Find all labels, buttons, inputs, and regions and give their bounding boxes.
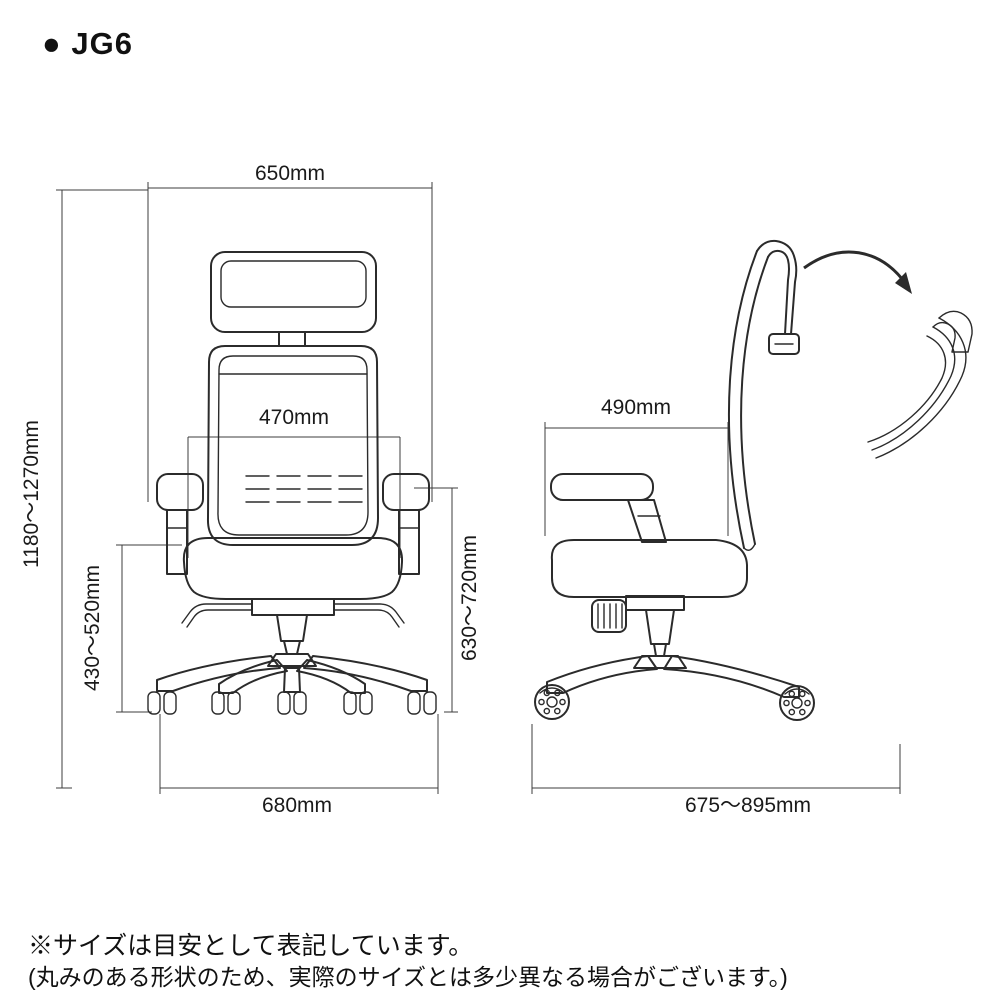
side-armrest-support: [627, 499, 667, 543]
footnote-line1: ※サイズは目安として表記しています。: [28, 932, 474, 960]
side-base-hub: [633, 655, 687, 669]
side-headrest-clamp: [768, 333, 800, 355]
side-mechanism: [625, 595, 685, 611]
side-view-drawing: [534, 239, 973, 721]
side-headrest: [756, 239, 798, 335]
side-adjust-knob: [591, 599, 627, 633]
footnote-line2: (丸みのある形状のため、実際のサイズとは多少異なる場合がございます。): [28, 964, 788, 990]
front-base-leg: [296, 659, 366, 694]
dim-side-seat-depth: 490mm: [601, 396, 671, 419]
front-headrest-stem: [278, 331, 306, 347]
front-armrest-right: [382, 473, 430, 511]
side-seat: [550, 539, 748, 598]
dim-front-base-width: 680mm: [262, 794, 332, 817]
front-backrest: [206, 345, 379, 546]
dim-front-overall-height: 1180〜1270mm: [20, 420, 43, 568]
dim-front-top-width: 650mm: [255, 162, 325, 185]
dim-front-seat-height: 430〜520mm: [81, 565, 104, 691]
reclined-back-ghost: [867, 310, 973, 459]
dim-side-overall-depth: 675〜895mm: [685, 794, 811, 817]
front-lever-left: [181, 603, 253, 624]
side-caster-right: [779, 685, 815, 721]
side-base-leg: [546, 655, 658, 694]
side-caster-left: [534, 684, 570, 720]
front-casters: [147, 691, 437, 715]
front-headrest: [210, 251, 377, 333]
dimension-labels: 650mm 470mm 1180〜1270mm 430〜520mm 630〜72…: [20, 162, 811, 817]
side-gas-cylinder: [645, 609, 675, 645]
front-mechanism: [251, 598, 335, 616]
front-lever-right: [333, 603, 405, 624]
front-view-drawing: [147, 251, 437, 715]
dimension-lines-front: [56, 182, 458, 794]
front-base-leg: [218, 659, 288, 694]
recline-arrow: [803, 250, 912, 294]
front-base-leg: [156, 655, 281, 692]
front-base-leg: [303, 655, 428, 692]
side-back-frame: [727, 250, 758, 549]
side-armrest-pad: [550, 473, 654, 501]
dim-front-back-height: 630〜720mm: [458, 535, 481, 661]
page-title: ● JG6: [42, 26, 133, 61]
dim-front-seat-width: 470mm: [259, 406, 329, 429]
front-gas-cylinder: [276, 614, 308, 642]
front-armrest-left: [156, 473, 204, 511]
dimension-lines-side: [531, 422, 901, 794]
side-base-leg: [663, 655, 800, 698]
front-seat: [182, 537, 404, 600]
lumbar-detail: [245, 475, 363, 503]
